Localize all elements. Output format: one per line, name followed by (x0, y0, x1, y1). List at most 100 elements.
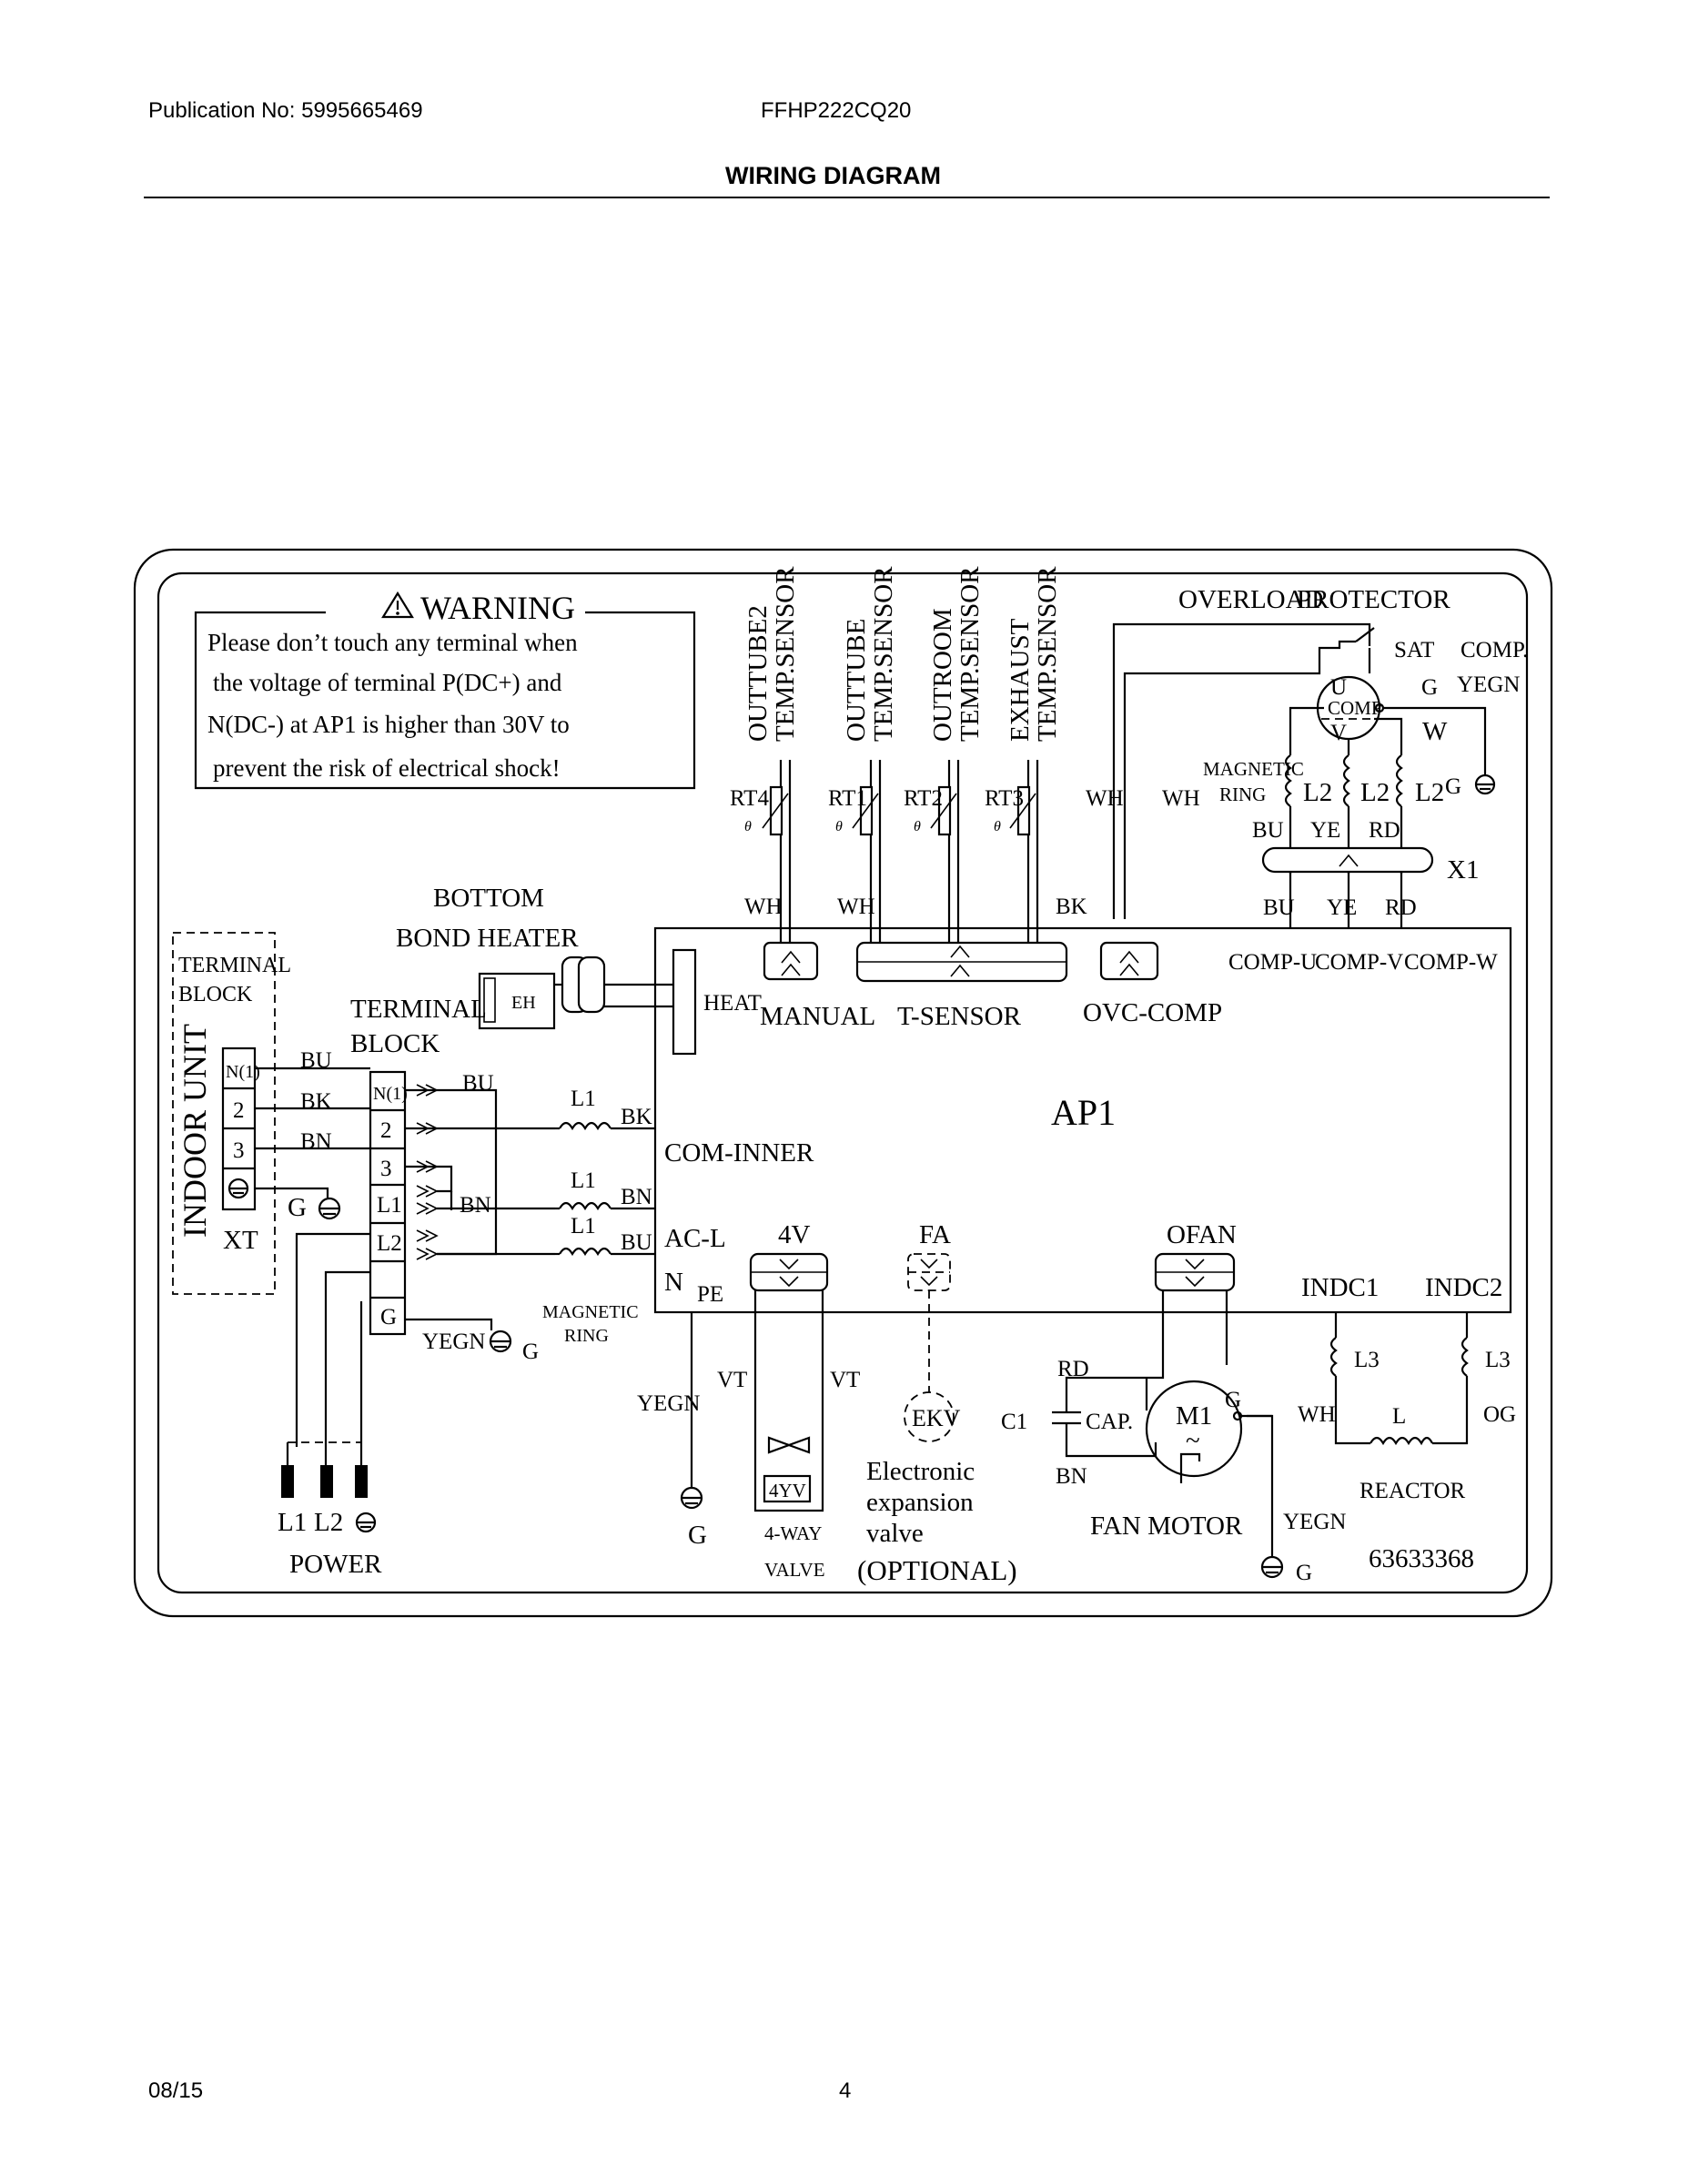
warning-line-4: prevent the risk of electrical shock! (213, 754, 561, 782)
fa-label: FA (919, 1220, 951, 1249)
indoor-terminal-2: 2 (233, 1098, 245, 1123)
wire-color-wh-reactor: WH (1298, 1402, 1336, 1427)
terminal-3: 3 (380, 1157, 392, 1181)
connector-x1 (1261, 846, 1434, 928)
document-number: 63633368 (1369, 1544, 1474, 1573)
rt1-label: RT1 (828, 786, 867, 811)
capacitor-c1 (1052, 1365, 1165, 1458)
warning-title: WARNING (420, 590, 575, 626)
indoor-to-terminal-wires (255, 1067, 370, 1150)
wire-color-yegn-fan: YEGN (1283, 1510, 1346, 1534)
ekv-label: EKV (912, 1405, 961, 1431)
wire-color-bn-indoor: BN (300, 1129, 332, 1154)
motor-tilde: ~ (1186, 1426, 1200, 1455)
page-title: WIRING DIAGRAM (725, 162, 941, 189)
fan-motor-label: FAN MOTOR (1090, 1512, 1243, 1541)
terminal-wires (405, 1088, 555, 1256)
x1-label: X1 (1447, 855, 1479, 885)
ap1-board (653, 926, 1512, 1314)
comp-ground-icon (1383, 706, 1496, 795)
wire-color-wh-ovc-1: WH (1086, 786, 1124, 811)
fan-motor-icon (1145, 1380, 1272, 1483)
comp-terminal-g: G (1421, 675, 1438, 700)
sat-label: SAT (1394, 638, 1434, 662)
inductor-label-l1-a: L1 (571, 1087, 596, 1111)
terminal-l1: L1 (377, 1193, 402, 1218)
wire-color-rd-bottom: RD (1385, 895, 1417, 920)
wire-color-bk-indoor: BK (300, 1089, 332, 1114)
rt3-label: RT3 (985, 786, 1024, 811)
model-number: FFHP222CQ20 (761, 98, 912, 123)
wire-color-bu-top: BU (1252, 818, 1284, 843)
terminal-block (369, 1070, 407, 1336)
ofan-label: OFAN (1167, 1220, 1237, 1249)
thermistor-rt2 (930, 785, 957, 836)
wire-color-bn-fan: BN (1056, 1464, 1087, 1489)
compressor-label: COMP (1328, 697, 1382, 719)
4yv-label: 4YV (769, 1480, 806, 1502)
warning-line-1: Please don’t touch any terminal when (207, 629, 578, 656)
outroom-label: OUTROOM (928, 608, 957, 742)
ovc-comp-label: OVC-COMP (1083, 998, 1222, 1027)
ap1-label: AP1 (1051, 1092, 1116, 1133)
phase-l2-label-3: L2 (1415, 778, 1444, 807)
reactor-label: REACTOR (1359, 1479, 1466, 1503)
phase-l2-label-2: L2 (1360, 778, 1390, 807)
4yv-box (763, 1474, 812, 1503)
comp-yegn-label-1: COMP. (1461, 638, 1528, 662)
indoor-block-label: BLOCK (178, 983, 253, 1006)
overload-label: OVERLOAD (1178, 585, 1324, 614)
overload-protector-wires (1112, 622, 1375, 919)
bottom-label: BOTTOM (433, 884, 544, 913)
warning-line-2: the voltage of terminal P(DC+) and (213, 669, 562, 696)
indoor-terminal-n1: N(1) (226, 1062, 260, 1082)
pe-label: PE (697, 1282, 723, 1307)
pe-ground (680, 1312, 703, 1510)
connector-ovc-comp (1099, 941, 1159, 981)
connector-manual (763, 941, 819, 981)
outroom-temp-sensor-label: TEMP.SENSOR (955, 566, 985, 742)
thermistor-rt1 (852, 785, 879, 836)
indoor-terminal-block (221, 1046, 257, 1211)
magnetic-ring-lower-1: MAGNETIC (542, 1302, 639, 1322)
protector-label: PROTECTOR (1297, 585, 1450, 614)
thermistor-rt3 (1009, 785, 1036, 836)
l3-label-right: L3 (1485, 1348, 1511, 1372)
inductor-label-l1-c: L1 (571, 1214, 596, 1239)
magnetic-ring-label-2: RING (1219, 784, 1266, 805)
inductor-l1-ac-l (555, 1201, 655, 1211)
comp-w-label: COMP-W (1404, 950, 1498, 975)
comp-yegn-label-2: YEGN (1457, 672, 1520, 697)
wire-color-bu-tb: BU (462, 1071, 494, 1096)
outtube-label: OUTTUBE (842, 619, 871, 742)
compressor-phase-wires (1289, 706, 1403, 755)
theta-rt4: θ (744, 819, 752, 834)
inner-frame (157, 571, 1529, 1594)
valve-label: VALVE (764, 1559, 825, 1581)
c1-label: C1 (1001, 1410, 1027, 1434)
terminal-arrows (416, 1084, 439, 1260)
manual-label: MANUAL (760, 1002, 875, 1031)
power-label: POWER (289, 1550, 382, 1579)
terminal-g: G (380, 1305, 397, 1330)
indoor-terminal-label: TERMINAL (178, 954, 291, 977)
bond-heater-label: BOND HEATER (396, 924, 579, 953)
l3-label-left: L3 (1354, 1348, 1380, 1372)
wire-color-bu-bottom: BU (1263, 895, 1295, 920)
wire-color-rd-top: RD (1369, 818, 1400, 843)
wire-color-wh-ovc-2: WH (1162, 786, 1200, 811)
outtube2-label: OUTTUBE2 (743, 605, 773, 742)
theta-rt2: θ (914, 819, 921, 834)
power-l2-label: L2 (314, 1508, 343, 1537)
warning-icon (381, 591, 414, 619)
power-ground-icon (355, 1512, 377, 1533)
pe-ground-g: G (688, 1521, 707, 1550)
comp-u-label: COMP-U (1228, 950, 1317, 975)
indoor-ground-icon (255, 1187, 341, 1220)
footer-date: 08/15 (148, 2078, 204, 2103)
exhaust-temp-sensor-label: TEMP.SENSOR (1033, 566, 1062, 742)
wire-color-yegn-pe: YEGN (637, 1391, 700, 1416)
n-label: N (664, 1268, 683, 1297)
publication-number: Publication No: 5995665469 (148, 98, 423, 123)
comp-terminal-u: U (1330, 675, 1347, 700)
